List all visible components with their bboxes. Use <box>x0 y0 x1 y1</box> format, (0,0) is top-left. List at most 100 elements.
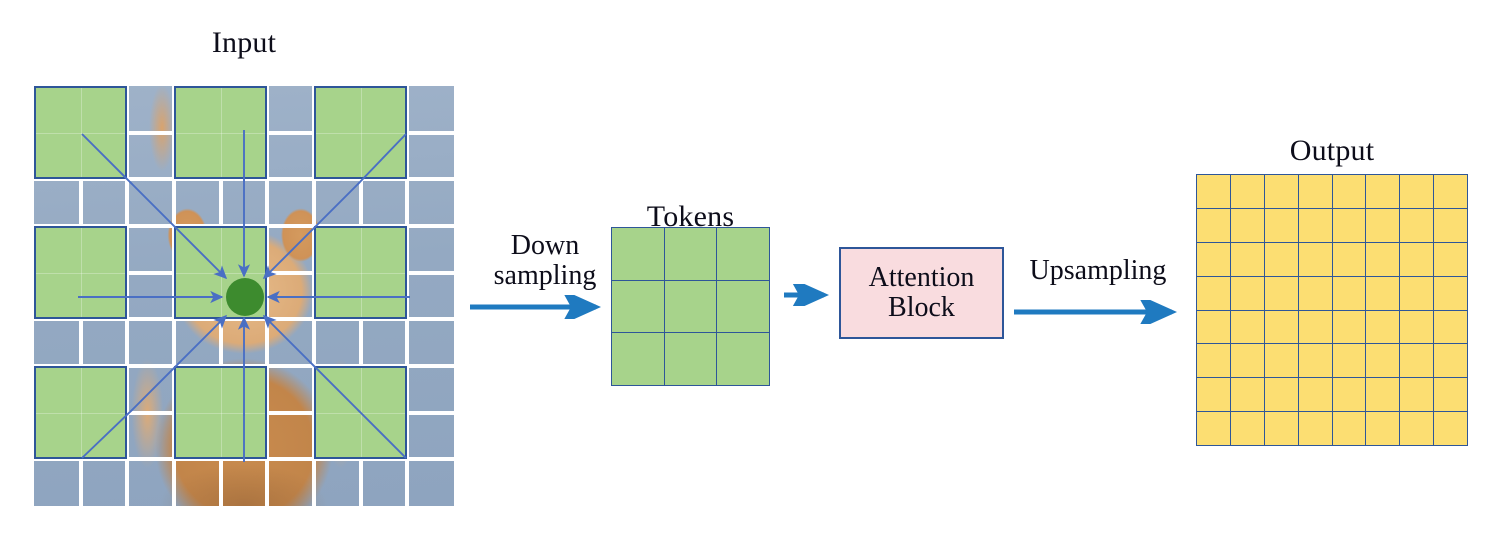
output-cell <box>1434 310 1467 344</box>
attention-block-label-line2: Block <box>888 292 955 323</box>
output-cell <box>1298 175 1332 208</box>
output-cell <box>1332 208 1366 242</box>
output-cell <box>1197 208 1230 242</box>
token-cell <box>664 228 717 280</box>
output-cell <box>1230 175 1264 208</box>
token-cell <box>664 280 717 333</box>
output-cell <box>1434 378 1467 412</box>
kept-token-block <box>34 226 128 320</box>
output-cell <box>1264 310 1298 344</box>
downsampling-arrow <box>470 295 601 319</box>
upsampling-label: Upsampling <box>1012 255 1184 286</box>
patch-separator-v <box>405 86 410 506</box>
output-cell <box>1298 344 1332 378</box>
output-cell <box>1264 242 1298 276</box>
output-cell <box>1197 242 1230 276</box>
token-cell <box>612 280 664 333</box>
kept-token-block <box>174 86 268 180</box>
kept-token-block <box>174 366 268 460</box>
output-cell <box>1298 412 1332 445</box>
output-cell <box>1366 310 1400 344</box>
output-cell <box>1434 175 1467 208</box>
arrow-up-right <box>262 181 361 280</box>
tokens-grid <box>611 227 770 386</box>
output-cell <box>1366 344 1400 378</box>
arrow-group <box>126 178 364 416</box>
output-cell <box>1230 412 1264 445</box>
output-cell <box>1400 208 1434 242</box>
downsampling-label-line1: Down <box>510 230 580 261</box>
output-cell <box>1298 310 1332 344</box>
output-cell <box>1230 310 1264 344</box>
aggregation-dot <box>226 278 264 316</box>
output-cell <box>1332 412 1366 445</box>
token-cell <box>717 280 769 333</box>
output-cell <box>1230 276 1264 310</box>
output-cell <box>1264 175 1298 208</box>
arrow-tails <box>78 130 410 462</box>
output-cell <box>1400 276 1434 310</box>
output-cell <box>1332 344 1366 378</box>
output-cell <box>1366 175 1400 208</box>
output-cell <box>1264 208 1298 242</box>
arrow-down-right <box>262 314 361 413</box>
output-title: Output <box>1289 134 1375 167</box>
output-cell <box>1332 276 1366 310</box>
output-cell <box>1366 378 1400 412</box>
upsampling-arrow <box>1014 300 1177 324</box>
output-cell <box>1400 310 1434 344</box>
output-cell <box>1366 412 1400 445</box>
output-cell <box>1332 310 1366 344</box>
output-cell <box>1298 378 1332 412</box>
output-cell <box>1197 378 1230 412</box>
attention-block[interactable]: Attention Block <box>839 247 1004 339</box>
patch-separator-v <box>125 86 130 506</box>
downsampling-label: Down sampling <box>470 230 620 292</box>
output-cell <box>1298 208 1332 242</box>
output-cell <box>1264 378 1298 412</box>
output-cell <box>1366 276 1400 310</box>
kept-token-block <box>34 366 128 460</box>
output-cell <box>1400 242 1434 276</box>
output-grid <box>1196 174 1468 446</box>
token-cell <box>664 333 717 385</box>
input-grid <box>34 86 454 506</box>
output-cell <box>1264 276 1298 310</box>
output-cell <box>1332 378 1366 412</box>
output-cell <box>1264 344 1298 378</box>
output-cell <box>1230 242 1264 276</box>
output-cell <box>1400 378 1434 412</box>
attention-block-label-line1: Attention <box>868 261 975 293</box>
output-cell <box>1298 276 1332 310</box>
output-cell <box>1264 412 1298 445</box>
tokens-to-attention-arrow <box>784 284 829 306</box>
output-cell <box>1197 412 1230 445</box>
downsampling-label-line2: sampling <box>493 260 597 292</box>
output-cell <box>1366 208 1400 242</box>
output-cell <box>1332 175 1366 208</box>
output-cell <box>1332 242 1366 276</box>
arrow-up-left <box>129 181 228 280</box>
token-cell <box>612 333 664 385</box>
token-cell <box>612 228 664 280</box>
token-cell <box>717 228 769 280</box>
arrow-down-left <box>129 314 228 413</box>
attention-arrows-overlay <box>78 130 410 462</box>
output-cell <box>1434 276 1467 310</box>
output-cell <box>1230 344 1264 378</box>
output-cell <box>1400 344 1434 378</box>
output-cell <box>1298 242 1332 276</box>
token-cell <box>717 333 769 385</box>
output-cell <box>1400 412 1434 445</box>
output-cell <box>1434 344 1467 378</box>
output-cell <box>1434 412 1467 445</box>
output-cell <box>1434 208 1467 242</box>
kept-token-block <box>314 86 408 180</box>
output-cell <box>1230 208 1264 242</box>
output-cell <box>1197 310 1230 344</box>
output-cell <box>1197 344 1230 378</box>
output-cell <box>1197 276 1230 310</box>
output-cell <box>1400 175 1434 208</box>
output-cell <box>1230 378 1264 412</box>
